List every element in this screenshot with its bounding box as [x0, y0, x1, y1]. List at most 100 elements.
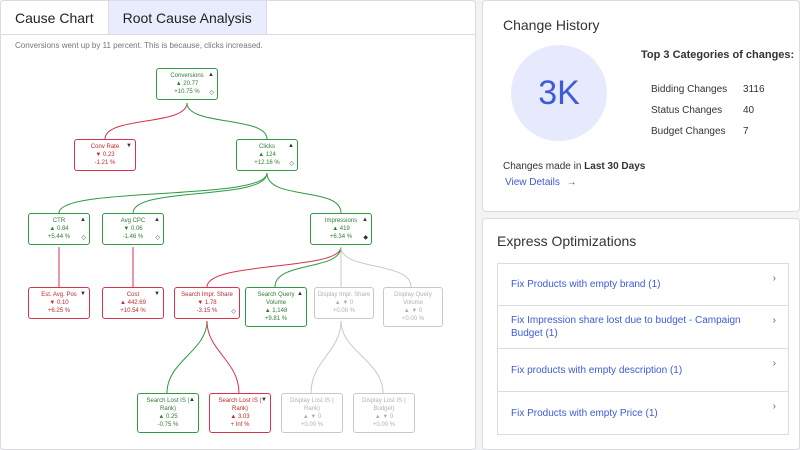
node-value: ▲ ▼ 0 — [374, 414, 394, 420]
node-name: Display Lost IS ( Budget) — [362, 398, 406, 412]
cause-chart-panel: Cause Chart Root Cause Analysis Conversi… — [0, 0, 476, 450]
node-display-impr-share[interactable]: Display Impr. Share ▲ ▼ 0 +0.00 % — [314, 287, 374, 319]
node-name: Conversions — [170, 73, 204, 79]
node-name: Display Query Volume — [394, 292, 432, 306]
tab-cause-chart[interactable]: Cause Chart — [1, 1, 109, 35]
express-optimizations-title: Express Optimizations — [497, 233, 637, 249]
arrow-right-icon: → — [566, 177, 577, 188]
node-ctr[interactable]: CTR ▲ 0.84 +5.44 % ▲ ◇ — [28, 213, 90, 245]
tab-root-cause-analysis[interactable]: Root Cause Analysis — [108, 1, 267, 35]
optimization-item[interactable]: Fix Products with empty Price (1) › — [497, 391, 789, 435]
collapse-icon[interactable]: ◆ — [363, 235, 368, 241]
expand-icon[interactable]: ◇ — [81, 235, 86, 241]
node-change: +0.00 % — [332, 308, 356, 314]
node-change: + Inf % — [230, 422, 250, 428]
category-label: Status Changes — [651, 105, 723, 116]
edge-dis-lost-budget — [340, 320, 384, 394]
node-value: ▲ ▼ 0 — [334, 300, 354, 306]
edge-dis-lost-rank — [310, 320, 342, 394]
thumbs-up-icon[interactable]: ▲ — [154, 217, 160, 223]
edge-impressions-sis — [206, 246, 342, 288]
node-change: +10.54 % — [120, 308, 146, 314]
node-value: ▲ 419 — [332, 226, 350, 232]
node-value: ▼ 0.10 — [49, 300, 69, 306]
chevron-right-icon: › — [772, 358, 776, 369]
node-value: ▲ 0.84 — [49, 226, 69, 232]
node-name: Est. Avg. Pos — [41, 292, 77, 298]
node-change: -1.21 % — [94, 160, 116, 166]
chevron-right-icon: › — [772, 273, 776, 284]
analysis-summary: Conversions went up by 11 percent. This … — [15, 41, 263, 50]
thumbs-up-icon[interactable]: ▲ — [189, 397, 195, 403]
node-cost[interactable]: Cost ▲ 442.69 +10.54 % ▼ — [102, 287, 164, 319]
thumbs-up-icon[interactable]: ▲ — [362, 217, 368, 223]
chevron-right-icon: › — [772, 401, 776, 412]
total-changes-value: 3K — [538, 73, 580, 112]
thumbs-up-icon[interactable]: ▲ — [208, 72, 214, 78]
expand-icon[interactable]: ◇ — [231, 309, 236, 315]
edge-sis-lost-green — [166, 320, 208, 394]
node-change: +0.00 % — [300, 422, 324, 428]
optimization-label: Fix Impression share lost due to budget … — [511, 315, 741, 339]
chevron-right-icon: › — [772, 315, 776, 326]
expand-icon[interactable]: ◇ — [289, 161, 294, 167]
node-change: +0.00 % — [372, 422, 396, 428]
optimization-item[interactable]: Fix products with empty description (1) … — [497, 348, 789, 392]
node-conversions[interactable]: Conversions ▲ 20.77 +10.75 % ▲ ◇ — [156, 68, 218, 100]
total-changes-circle: 3K — [511, 45, 607, 141]
node-est-avg-pos[interactable]: Est. Avg. Pos ▼ 0.10 +6.25 % ▼ — [28, 287, 90, 319]
node-search-query-volume[interactable]: Search Query Volume ▲ 1,148 +9.81 % ▲ — [245, 287, 307, 327]
changes-period-value: Last 30 Days — [584, 161, 646, 172]
category-label: Budget Changes — [651, 126, 726, 137]
node-search-lost-is-rank-green[interactable]: Search Lost IS ( Rank) ▲ 0.25 -0.75 % ▲ — [137, 393, 199, 433]
expand-icon[interactable]: ◇ — [155, 235, 160, 241]
node-value: ▼ 0.06 — [123, 226, 143, 232]
node-name: CTR — [52, 218, 66, 224]
thumbs-up-icon[interactable]: ▲ — [288, 143, 294, 149]
node-value: ▲ ▼ 0 — [302, 414, 322, 420]
view-details-label: View Details — [505, 177, 560, 188]
expand-icon[interactable]: ◇ — [209, 90, 214, 96]
node-display-lost-is-budget[interactable]: Display Lost IS ( Budget) ▲ ▼ 0 +0.00 % — [353, 393, 415, 433]
node-change: -0.75 % — [157, 422, 179, 428]
node-impressions[interactable]: Impressions ▲ 419 +6.34 % ▲ ◆ — [310, 213, 372, 245]
tab-divider — [1, 34, 475, 35]
node-search-lost-is-rank-red[interactable]: Search Lost IS ( Rank) ▲ 3.03 + Inf % ▼ — [209, 393, 271, 433]
thumbs-down-icon[interactable]: ▼ — [80, 291, 86, 297]
node-clicks[interactable]: Clicks ▲ 124 +12.16 % ▲ ◇ — [236, 139, 298, 171]
thumbs-down-icon[interactable]: ▼ — [126, 143, 132, 149]
node-change: +6.25 % — [47, 308, 71, 314]
node-value: ▲ 20.77 — [175, 81, 199, 87]
node-search-impr-share[interactable]: Search Impr. Share ▼ 1.78 -3.15 % ◇ — [174, 287, 240, 319]
node-value: ▲ ▼ 0 — [403, 308, 423, 314]
view-details-link[interactable]: View Details → — [505, 177, 577, 188]
cause-tree-connectors — [58, 102, 412, 394]
category-count: 40 — [743, 105, 755, 116]
optimization-item[interactable]: Fix Products with empty brand (1) › — [497, 263, 789, 306]
category-row: Bidding Changes 3116 — [651, 84, 791, 95]
node-change: +0.00 % — [401, 316, 425, 322]
thumbs-down-icon[interactable]: ▼ — [154, 291, 160, 297]
top-categories-title: Top 3 Categories of changes: — [641, 49, 795, 61]
node-name: Search Lost IS ( Rank) — [218, 398, 262, 412]
changes-period-text: Changes made in Last 30 Days — [503, 161, 645, 172]
changes-period-prefix: Changes made in — [503, 161, 585, 172]
node-change: +6.34 % — [329, 234, 353, 240]
node-display-lost-is-rank[interactable]: Display Lost IS ( Rank) ▲ ▼ 0 +0.00 % — [281, 393, 343, 433]
thumbs-down-icon[interactable]: ▼ — [261, 397, 267, 403]
optimization-item[interactable]: Fix Impression share lost due to budget … — [497, 305, 789, 349]
node-value: ▲ 124 — [258, 152, 276, 158]
express-optimizations-card: Express Optimizations Fix Products with … — [482, 218, 800, 450]
edge-sis-lost-red — [206, 320, 240, 394]
thumbs-up-icon[interactable]: ▲ — [80, 217, 86, 223]
node-name: Clicks — [259, 144, 275, 150]
node-name: Search Query Volume — [257, 292, 295, 306]
node-avg-cpc[interactable]: Avg CPC ▼ 0.06 -1.46 % ▲ ◇ — [102, 213, 164, 245]
edge-clicks-avgcpc — [132, 172, 268, 214]
node-change: +10.75 % — [174, 89, 200, 95]
thumbs-up-icon[interactable]: ▲ — [297, 291, 303, 297]
edge-impressions-sqv — [274, 246, 342, 288]
edge-clicks-ctr — [58, 172, 268, 214]
node-conv-rate[interactable]: Conv Rate ▼ 0.23 -1.21 % ▼ — [74, 139, 136, 171]
node-display-query-volume[interactable]: Display Query Volume ▲ ▼ 0 +0.00 % — [383, 287, 443, 327]
